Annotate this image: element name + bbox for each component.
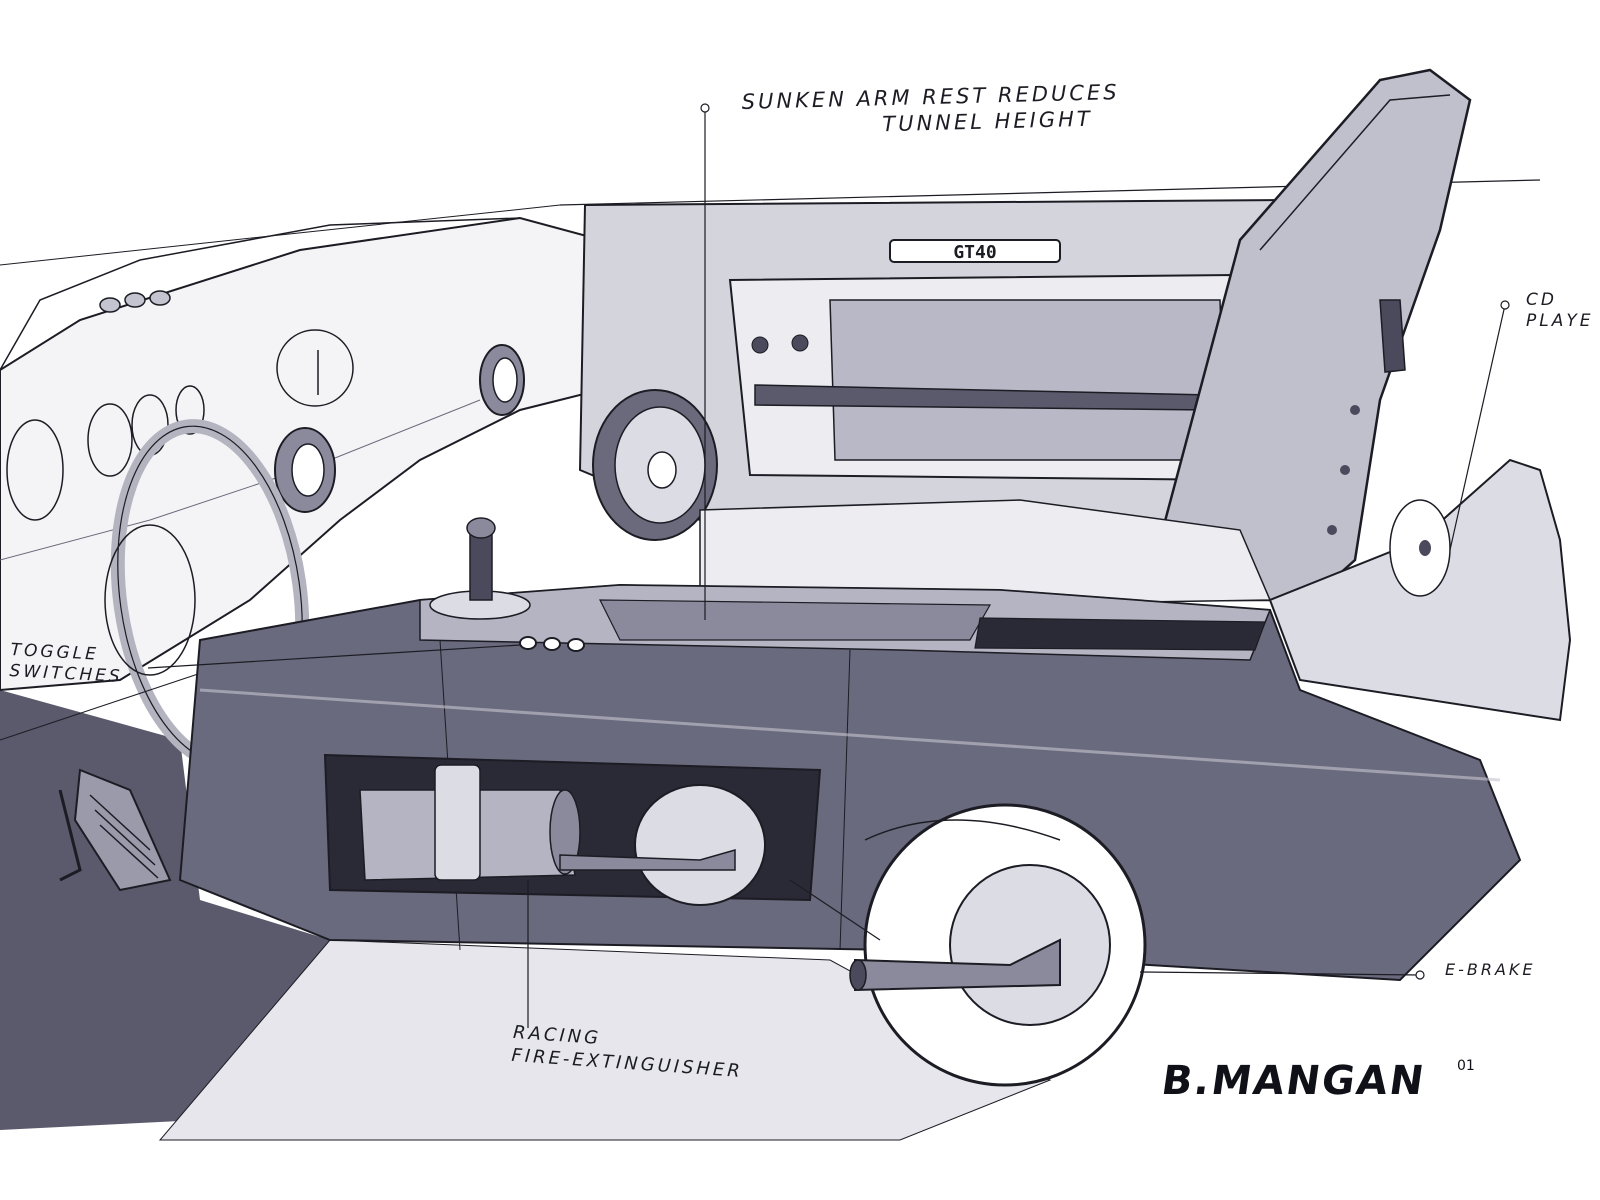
dashboard <box>0 216 658 692</box>
signature-year: 01 <box>1457 1058 1475 1074</box>
cd-player-sill <box>1268 458 1572 722</box>
floor-light <box>158 939 1052 1141</box>
annotation-cd-line-1: CD <box>1526 290 1557 310</box>
gt40-badge: GT40 <box>953 242 996 263</box>
door-speaker <box>592 389 718 541</box>
dash-vent-right <box>479 344 525 416</box>
e-brake-detail <box>849 803 1147 1087</box>
annotation-cd-player: CD PLAYE <box>1526 290 1593 333</box>
annotation-e-brake: E-BRAKE <box>1445 960 1536 979</box>
annotation-cd-line-2: PLAYE <box>1526 311 1594 332</box>
gear-shifter <box>429 517 531 620</box>
leader-lines <box>147 103 1510 1028</box>
artist-signature: B.MANGAN <box>1158 1058 1429 1104</box>
annotation-toggle-switches: TOGGLE SWITCHES <box>9 640 124 688</box>
dash-vent-center <box>274 427 336 513</box>
annotation-arm-rest: SUNKEN ARM REST REDUCES TUNNEL HEIGHT <box>741 79 1120 141</box>
toggle-switches <box>519 636 585 652</box>
door-pocket <box>728 273 1242 482</box>
brake-pedal <box>58 768 172 892</box>
fire-extinguisher-bay <box>323 753 822 906</box>
